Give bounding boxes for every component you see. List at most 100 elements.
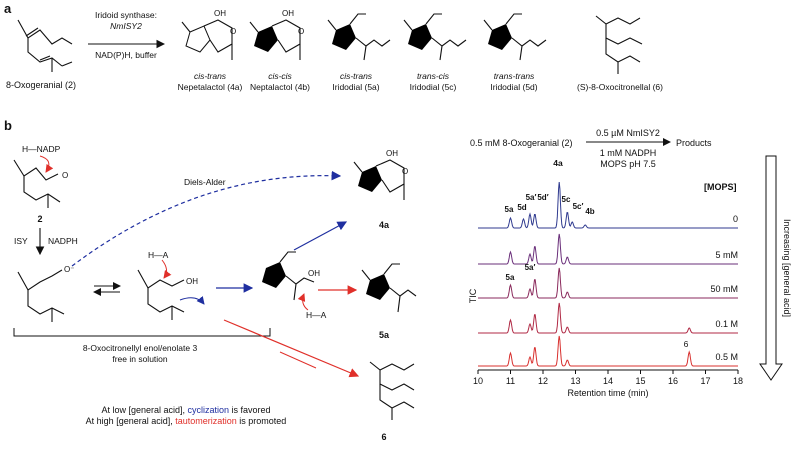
peak-label-6: 6	[684, 339, 689, 349]
product-5c-line1: trans-cis	[417, 71, 450, 81]
x-axis-label: Retention time (min)	[567, 388, 648, 398]
condition-label: 0.5 M	[715, 352, 738, 362]
svg-text:O⁻: O⁻	[64, 265, 74, 274]
nadp-label: H—NADP	[22, 144, 61, 154]
legend-line-1: At low [general acid], cyclization is fa…	[101, 405, 270, 415]
reaction-products-text: Products	[676, 138, 712, 148]
product-5c-line2: Iridodial (5c)	[410, 82, 457, 92]
general-acid-label-2: H—A	[306, 310, 327, 320]
x-tick-label: 10	[473, 376, 483, 386]
structure-5c	[403, 13, 467, 61]
cyclization-curved-arrow	[179, 296, 205, 305]
acid-curved-arrow-1	[161, 259, 172, 279]
enolate-label: 8-Oxocitronellyl enol/enolate 3	[83, 343, 198, 353]
general-acid-label-1: H—A	[148, 250, 169, 260]
mops-header: [MOPS]	[704, 182, 737, 192]
condition-labels: 0 5 mM 50 mM 0.1 M 0.5 M	[710, 214, 738, 362]
condition-label: 5 mM	[716, 250, 739, 260]
x-tick-label: 16	[668, 376, 678, 386]
nadph-label: NADPH	[48, 236, 78, 246]
product-5d-line1: trans-trans	[494, 71, 535, 81]
peak-label-5a-prime-trace3: 5a′	[525, 263, 536, 272]
tautomerization-arrow	[223, 319, 360, 378]
diels-alder-label: Diels-Alder	[184, 177, 226, 187]
peak-label-5c: 5c	[562, 195, 571, 204]
x-tick-label: 15	[635, 376, 645, 386]
structure-5a-scheme	[361, 263, 417, 313]
product-4a-line2: Nepetalactol (4a)	[178, 82, 243, 92]
enolate-sub-label: free in solution	[112, 354, 168, 364]
structure-5d	[483, 13, 547, 61]
reaction-enzyme-text: 0.5 µM NmISY2	[596, 128, 660, 138]
compound-5a-label: 5a	[379, 330, 390, 340]
peak-label-4a: 4a	[553, 158, 563, 168]
x-tick-label: 17	[700, 376, 710, 386]
structure-enol	[137, 269, 185, 320]
structure-8-oxogeranial	[17, 19, 73, 72]
peak-label-4b: 4b	[585, 207, 594, 216]
product-5d-line2: Iridodial (5d)	[490, 82, 537, 92]
arrow-to-4a	[293, 221, 348, 251]
structure-6	[595, 15, 643, 74]
reaction-cond1: 1 mM NADPH	[600, 148, 657, 158]
product-6-name: (S)-8-Oxocitronellal (6)	[577, 82, 663, 92]
acid-curved-arrow-2	[297, 293, 309, 311]
trace-line	[478, 233, 738, 265]
hydride-curved-arrow	[39, 155, 54, 173]
x-tick-label: 14	[603, 376, 613, 386]
structure-6-scheme	[369, 361, 415, 420]
structure-5a	[327, 13, 391, 61]
trace-line	[478, 181, 738, 229]
trace-line	[478, 335, 738, 367]
trace-line	[478, 267, 738, 299]
isy-label: ISY	[14, 236, 28, 246]
peak-label-5c-prime: 5c′	[573, 202, 584, 211]
compound-4a-label: 4a	[379, 220, 390, 230]
y-axis-label: TIC	[468, 288, 478, 303]
peak-label-5d: 5d	[517, 203, 526, 212]
4a-oh-label: OH	[386, 149, 398, 158]
chromatogram-traces	[478, 181, 738, 367]
arrow-top-text: Iridoid synthase:	[95, 10, 157, 20]
condition-label: 50 mM	[710, 284, 738, 294]
panel-a-label: a	[4, 1, 12, 16]
condition-label: 0.1 M	[715, 319, 738, 329]
structure-enolate: O⁻	[17, 265, 74, 322]
svg-text:OH: OH	[282, 9, 294, 18]
product-4b-line2: Neptalactol (4b)	[250, 82, 310, 92]
diels-alder-arrow	[71, 170, 342, 267]
condition-label: 0	[733, 214, 738, 224]
trace-line	[478, 302, 738, 334]
structure-intermediate	[262, 251, 315, 301]
compound-2-label: 2	[37, 214, 42, 224]
structure-4a-scheme: O	[353, 159, 408, 200]
svg-text:O: O	[402, 167, 408, 176]
svg-text:O: O	[298, 27, 304, 36]
peak-label-5a-trace3: 5a	[506, 273, 515, 282]
product-5a-line1: cis-trans	[340, 71, 373, 81]
x-tick-label: 13	[570, 376, 580, 386]
arrow-enzyme-text: NmISY2	[110, 21, 142, 31]
structure-2-scheme: O	[13, 159, 68, 208]
enol-oh-label: OH	[186, 277, 198, 286]
structure-4a: OH O	[181, 9, 236, 60]
peak-label-5a: 5a	[505, 205, 514, 214]
x-tick-label: 18	[733, 376, 743, 386]
reaction-cond2: MOPS pH 7.5	[600, 159, 656, 169]
arrow-bottom-text: NAD(P)H, buffer	[95, 50, 157, 60]
gradient-arrow	[759, 155, 783, 381]
peak-label-5a-prime: 5a′	[526, 193, 537, 202]
panel-b-label: b	[4, 118, 12, 133]
peak-label-5d-prime: 5d′	[537, 193, 548, 202]
enolate-bracket	[13, 328, 271, 337]
product-names: cis-trans Nepetalactol (4a) cis-cis Nept…	[178, 71, 664, 92]
svg-text:O: O	[62, 171, 68, 180]
intermediate-oh-label: OH	[308, 269, 320, 278]
svg-text:OH: OH	[214, 9, 226, 18]
gradient-label: Increasing [general acid]	[782, 219, 792, 317]
product-4a-line1: cis-trans	[194, 71, 227, 81]
tautomerization-reverse	[279, 351, 317, 369]
product-5a-line2: Iridodial (5a)	[332, 82, 379, 92]
